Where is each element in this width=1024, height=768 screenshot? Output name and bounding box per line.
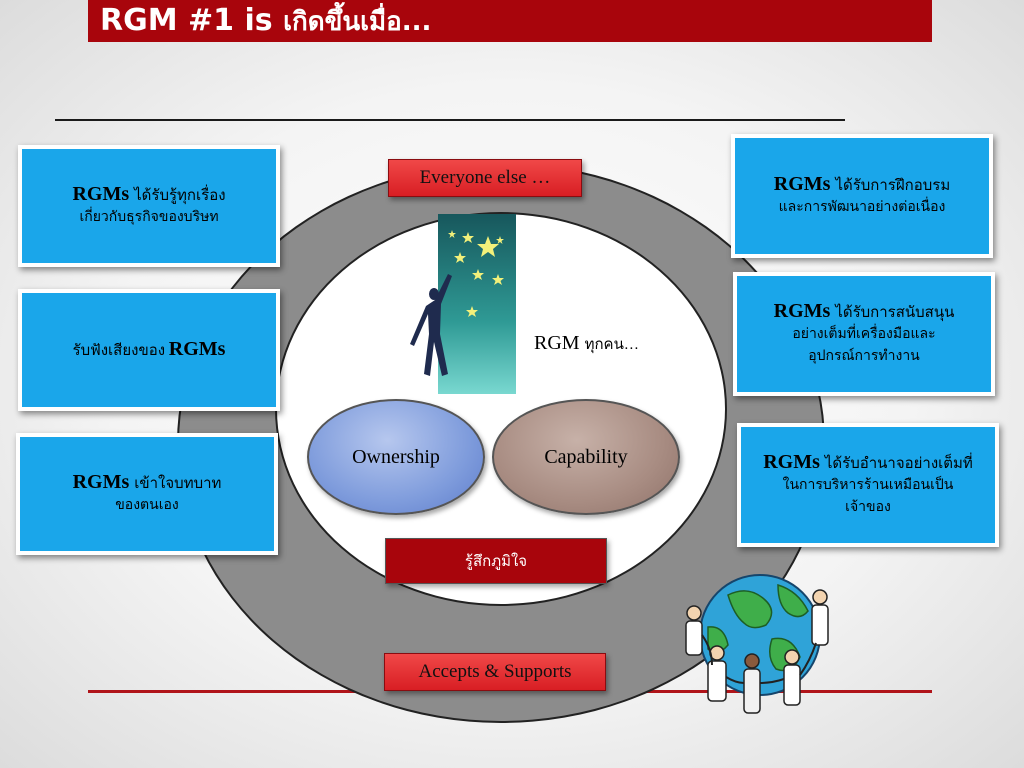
rgm-everyone-thai: ทุกคน… <box>584 337 639 353</box>
title-suffix: เกิดขึ้นเมื่อ... <box>283 7 432 37</box>
globe-people-icon <box>668 565 844 723</box>
left-box-informed-line1: ได้รับรู้ทุกเรื่อง <box>134 188 226 204</box>
left-box-role-line1: เข้าใจบทบาท <box>134 476 222 492</box>
left-box-listen: รับฟังเสียงของ RGMs <box>18 289 280 411</box>
ownership-label: Ownership <box>352 445 440 468</box>
right-box-support: RGMs ได้รับการสนับสนุน อย่างเต็มที่เครื่… <box>733 272 995 396</box>
right-box-empowered-line1: ได้รับอำนาจอย่างเต็มที่ <box>824 456 973 472</box>
accepts-supports-label: Accepts & Supports <box>384 653 606 691</box>
left-box-informed-bold: RGMs <box>72 183 135 205</box>
right-box-training-bold: RGMs <box>773 173 836 195</box>
title-bar: RGM #1 is เกิดขึ้นเมื่อ... <box>88 0 932 42</box>
left-box-listen-bold: RGMs <box>168 338 226 360</box>
rgm-everyone-label: RGM ทุกคน… <box>534 332 639 356</box>
left-box-informed: RGMs ได้รับรู้ทุกเรื่อง เกี่ยวกับธุรกิจข… <box>18 145 280 267</box>
title-prefix: RGM #1 is <box>100 3 284 38</box>
right-box-support-line1: ได้รับการสนับสนุน <box>835 305 955 321</box>
star-reach-figure-icon <box>410 214 516 394</box>
left-box-role-bold: RGMs <box>72 471 135 493</box>
right-box-training-line2: และการพัฒนาอย่างต่อเนื่อง <box>778 200 946 215</box>
right-box-empowered-line2: ในการบริหารร้านเหมือนเป็น <box>782 478 954 493</box>
right-box-support-line2: อย่างเต็มที่เครื่องมือและ <box>792 327 936 342</box>
left-box-informed-line2: เกี่ยวกับธุรกิจของบริษท <box>79 210 219 225</box>
left-box-role-line2: ของตนเอง <box>115 498 179 513</box>
right-box-empowered-bold: RGMs <box>763 451 825 473</box>
right-box-support-bold: RGMs <box>773 300 836 322</box>
right-box-empowered: RGMs ได้รับอำนาจอย่างเต็มที่ ในการบริหาร… <box>737 423 999 547</box>
everyone-else-label: Everyone else … <box>388 159 582 197</box>
capability-label: Capability <box>544 445 628 468</box>
right-box-support-line3: อุปกรณ์การทำงาน <box>808 349 920 364</box>
left-box-listen-line1: รับฟังเสียงของ <box>72 343 169 359</box>
left-box-role: RGMs เข้าใจบทบาท ของตนเอง <box>16 433 278 555</box>
pride-label: รู้สึกภูมิใจ <box>385 538 607 584</box>
right-box-training: RGMs ได้รับการฝึกอบรม และการพัฒนาอย่างต่… <box>731 134 993 258</box>
capability-ellipse: Capability <box>492 399 680 515</box>
ownership-ellipse: Ownership <box>307 399 485 515</box>
right-box-empowered-line3: เจ้าของ <box>845 500 891 515</box>
top-divider <box>55 119 845 121</box>
right-box-training-line1: ได้รับการฝึกอบรม <box>835 178 951 194</box>
rgm-everyone-main: RGM <box>534 332 585 354</box>
slide-title: RGM #1 is เกิดขึ้นเมื่อ... <box>100 2 431 41</box>
